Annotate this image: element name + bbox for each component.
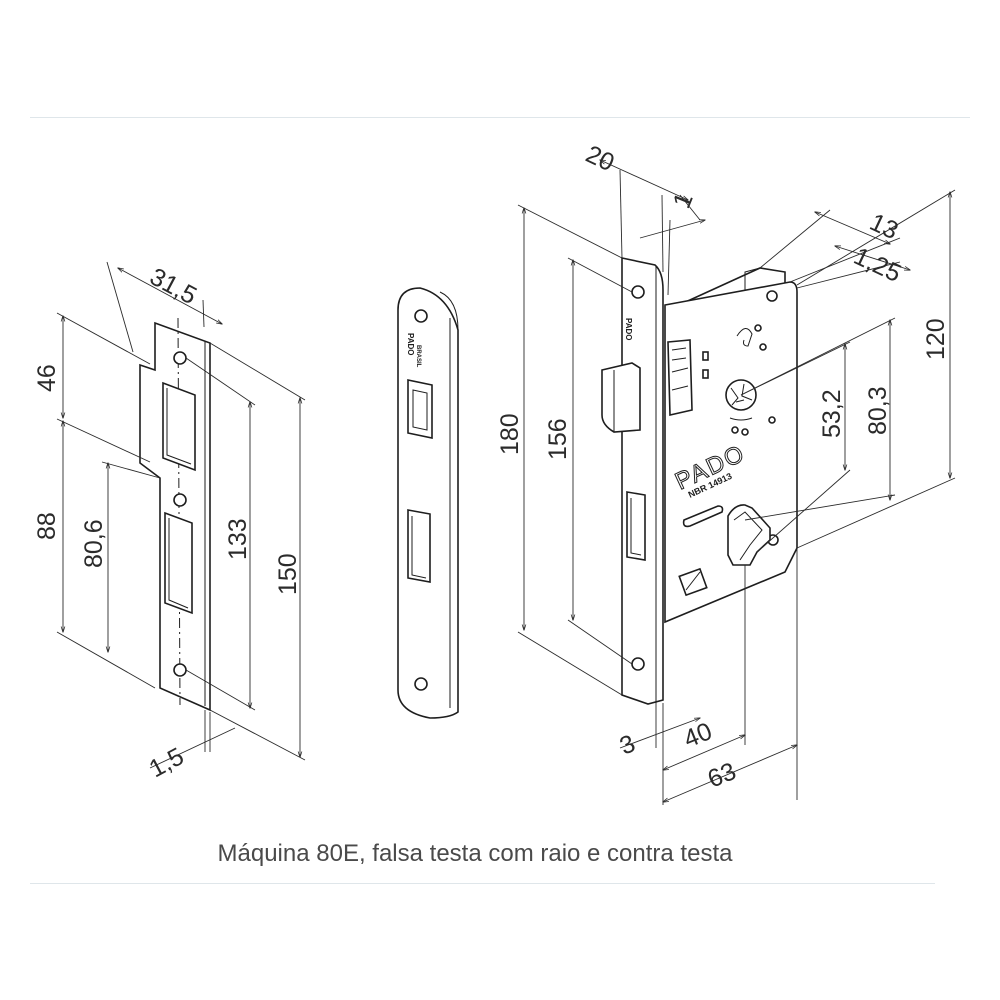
faceplate-latch-opening — [407, 379, 433, 439]
dim-80-6: 80,6 — [80, 519, 108, 568]
caption: Máquina 80E, falsa testa com raio e cont… — [217, 840, 733, 867]
lock-screw-top — [631, 285, 645, 299]
oval-slot — [682, 505, 724, 528]
lock-faceplate-brand: PADO — [624, 318, 633, 341]
cylinder-cutout — [727, 504, 771, 566]
dim-180: 180 — [496, 413, 524, 455]
dim-1-25: 1,25 — [849, 242, 905, 288]
dim-1: 1 — [668, 189, 699, 212]
strike-centerline — [177, 317, 181, 706]
faceplate: PADO BRASIL — [397, 287, 459, 719]
dim-46: 46 — [33, 364, 61, 392]
spring-hook — [736, 328, 753, 347]
lock-body: PADO PADO NBR 14913 — [601, 257, 798, 705]
faceplate-brand-sub: BRASIL — [415, 345, 421, 368]
top-divider — [30, 117, 970, 118]
dim-133: 133 — [224, 518, 252, 560]
bottom-divider — [30, 883, 935, 884]
faceplate-screw-bottom — [414, 677, 428, 691]
cylinder-inner — [733, 511, 763, 561]
case-flange — [744, 267, 761, 290]
faceplate-screw-top — [414, 309, 428, 323]
dim-120: 120 — [922, 318, 950, 360]
latch-slot-inner — [166, 388, 192, 465]
latch-mechanism — [667, 339, 693, 416]
deadbolt-inner — [630, 498, 642, 556]
dim-63: 63 — [704, 757, 740, 793]
rivet-d — [731, 426, 739, 434]
dim-156: 156 — [544, 418, 572, 460]
dim-80-3: 80,3 — [864, 386, 892, 435]
follower-square — [730, 383, 753, 406]
dim-20: 20 — [581, 140, 618, 177]
dim-40: 40 — [680, 717, 716, 753]
lock-screw-bottom — [631, 657, 645, 671]
latch-spring — [671, 347, 689, 391]
dim-31-5: 31,5 — [145, 263, 201, 311]
dim-3: 3 — [616, 729, 639, 760]
rivet-c — [768, 416, 776, 424]
case-rivet-top — [766, 290, 778, 302]
bolt-window-diag — [685, 571, 701, 591]
rivet-a — [754, 324, 762, 332]
rivet-b — [759, 343, 767, 351]
bolt-slot — [164, 511, 193, 615]
faceplate-radius-edge — [439, 291, 459, 331]
faceplate-brand: PADO — [406, 333, 415, 356]
dim-88: 88 — [33, 512, 61, 540]
deadbolt-opening — [626, 491, 646, 561]
faceplate-bolt-opening — [407, 509, 431, 583]
follower-arc — [729, 417, 753, 421]
screw-hole-bottom — [173, 663, 187, 677]
screw-hole-mid — [173, 493, 187, 507]
latch-slot — [162, 381, 196, 472]
latch-bolt — [601, 362, 641, 433]
bolt-window — [678, 567, 708, 597]
screw-hole-top — [173, 351, 187, 365]
bolt-slot-inner — [168, 518, 189, 609]
rivet-e — [741, 428, 749, 436]
slot-b — [702, 369, 709, 379]
dim-53-2: 53,2 — [818, 389, 846, 438]
faceplate-latch-inner — [412, 389, 428, 431]
dim-1-5: 1,5 — [145, 742, 189, 783]
strike-plate — [139, 317, 211, 712]
faceplate-bolt-inner — [411, 516, 427, 579]
slot-a — [702, 351, 709, 361]
dim-150: 150 — [274, 553, 302, 595]
